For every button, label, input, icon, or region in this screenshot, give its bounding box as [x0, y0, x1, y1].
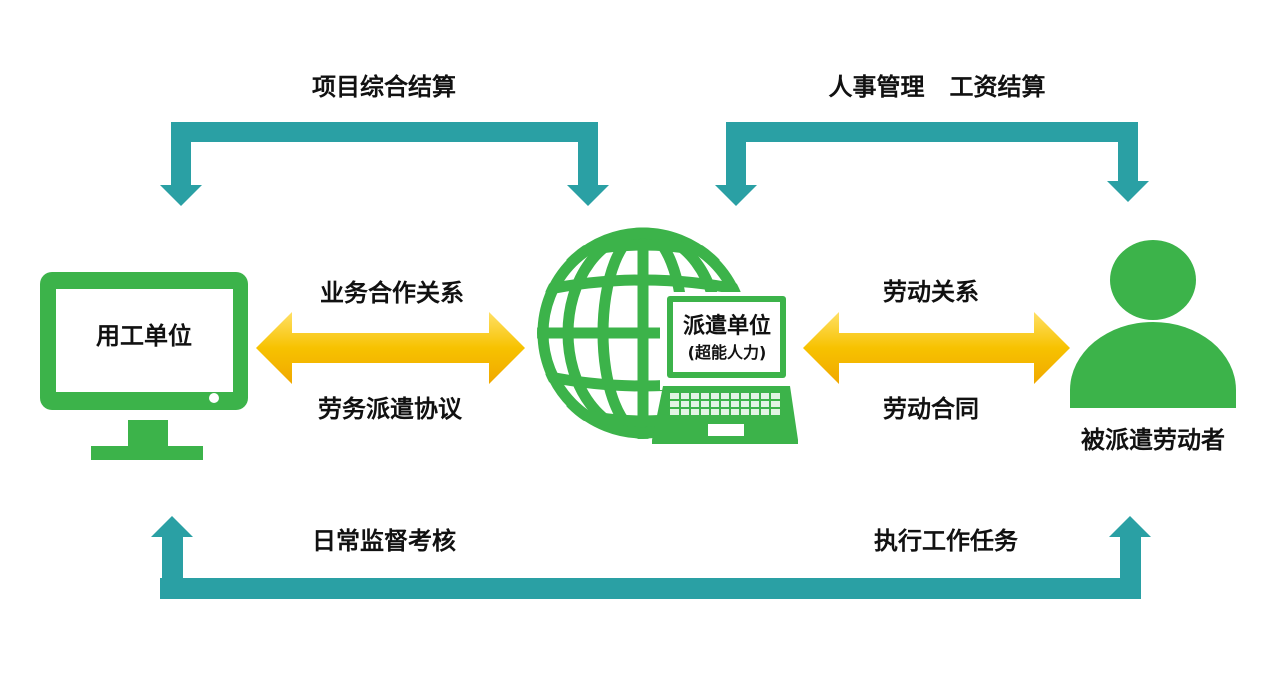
- top-left-flow-arrow: [160, 122, 609, 206]
- person-icon: [1070, 240, 1236, 408]
- bottom-left-label: 日常监督考核: [312, 527, 456, 555]
- worker-label: 被派遣劳动者: [1081, 426, 1225, 454]
- laptop-icon: [652, 292, 798, 444]
- top-right-label: 人事管理 工资结算: [828, 73, 1045, 101]
- bottom-flow-arrow: [151, 516, 1151, 599]
- agency-sublabel: (超能人力): [688, 343, 767, 362]
- employer-label: 用工单位: [96, 322, 192, 350]
- right-double-arrow: [803, 312, 1070, 384]
- left-link-top-label: 业务合作关系: [320, 279, 464, 307]
- left-link-bottom-label: 劳务派遣协议: [318, 395, 463, 423]
- monitor-icon: [40, 272, 248, 460]
- top-left-label: 项目综合结算: [312, 73, 456, 101]
- right-link-bottom-label: 劳动合同: [883, 395, 979, 423]
- top-right-flow-arrow: [715, 122, 1149, 206]
- bottom-right-label: 执行工作任务: [874, 527, 1019, 555]
- agency-label: 派遣单位: [683, 313, 771, 339]
- left-double-arrow: [256, 312, 525, 384]
- right-link-top-label: 劳动关系: [883, 278, 979, 306]
